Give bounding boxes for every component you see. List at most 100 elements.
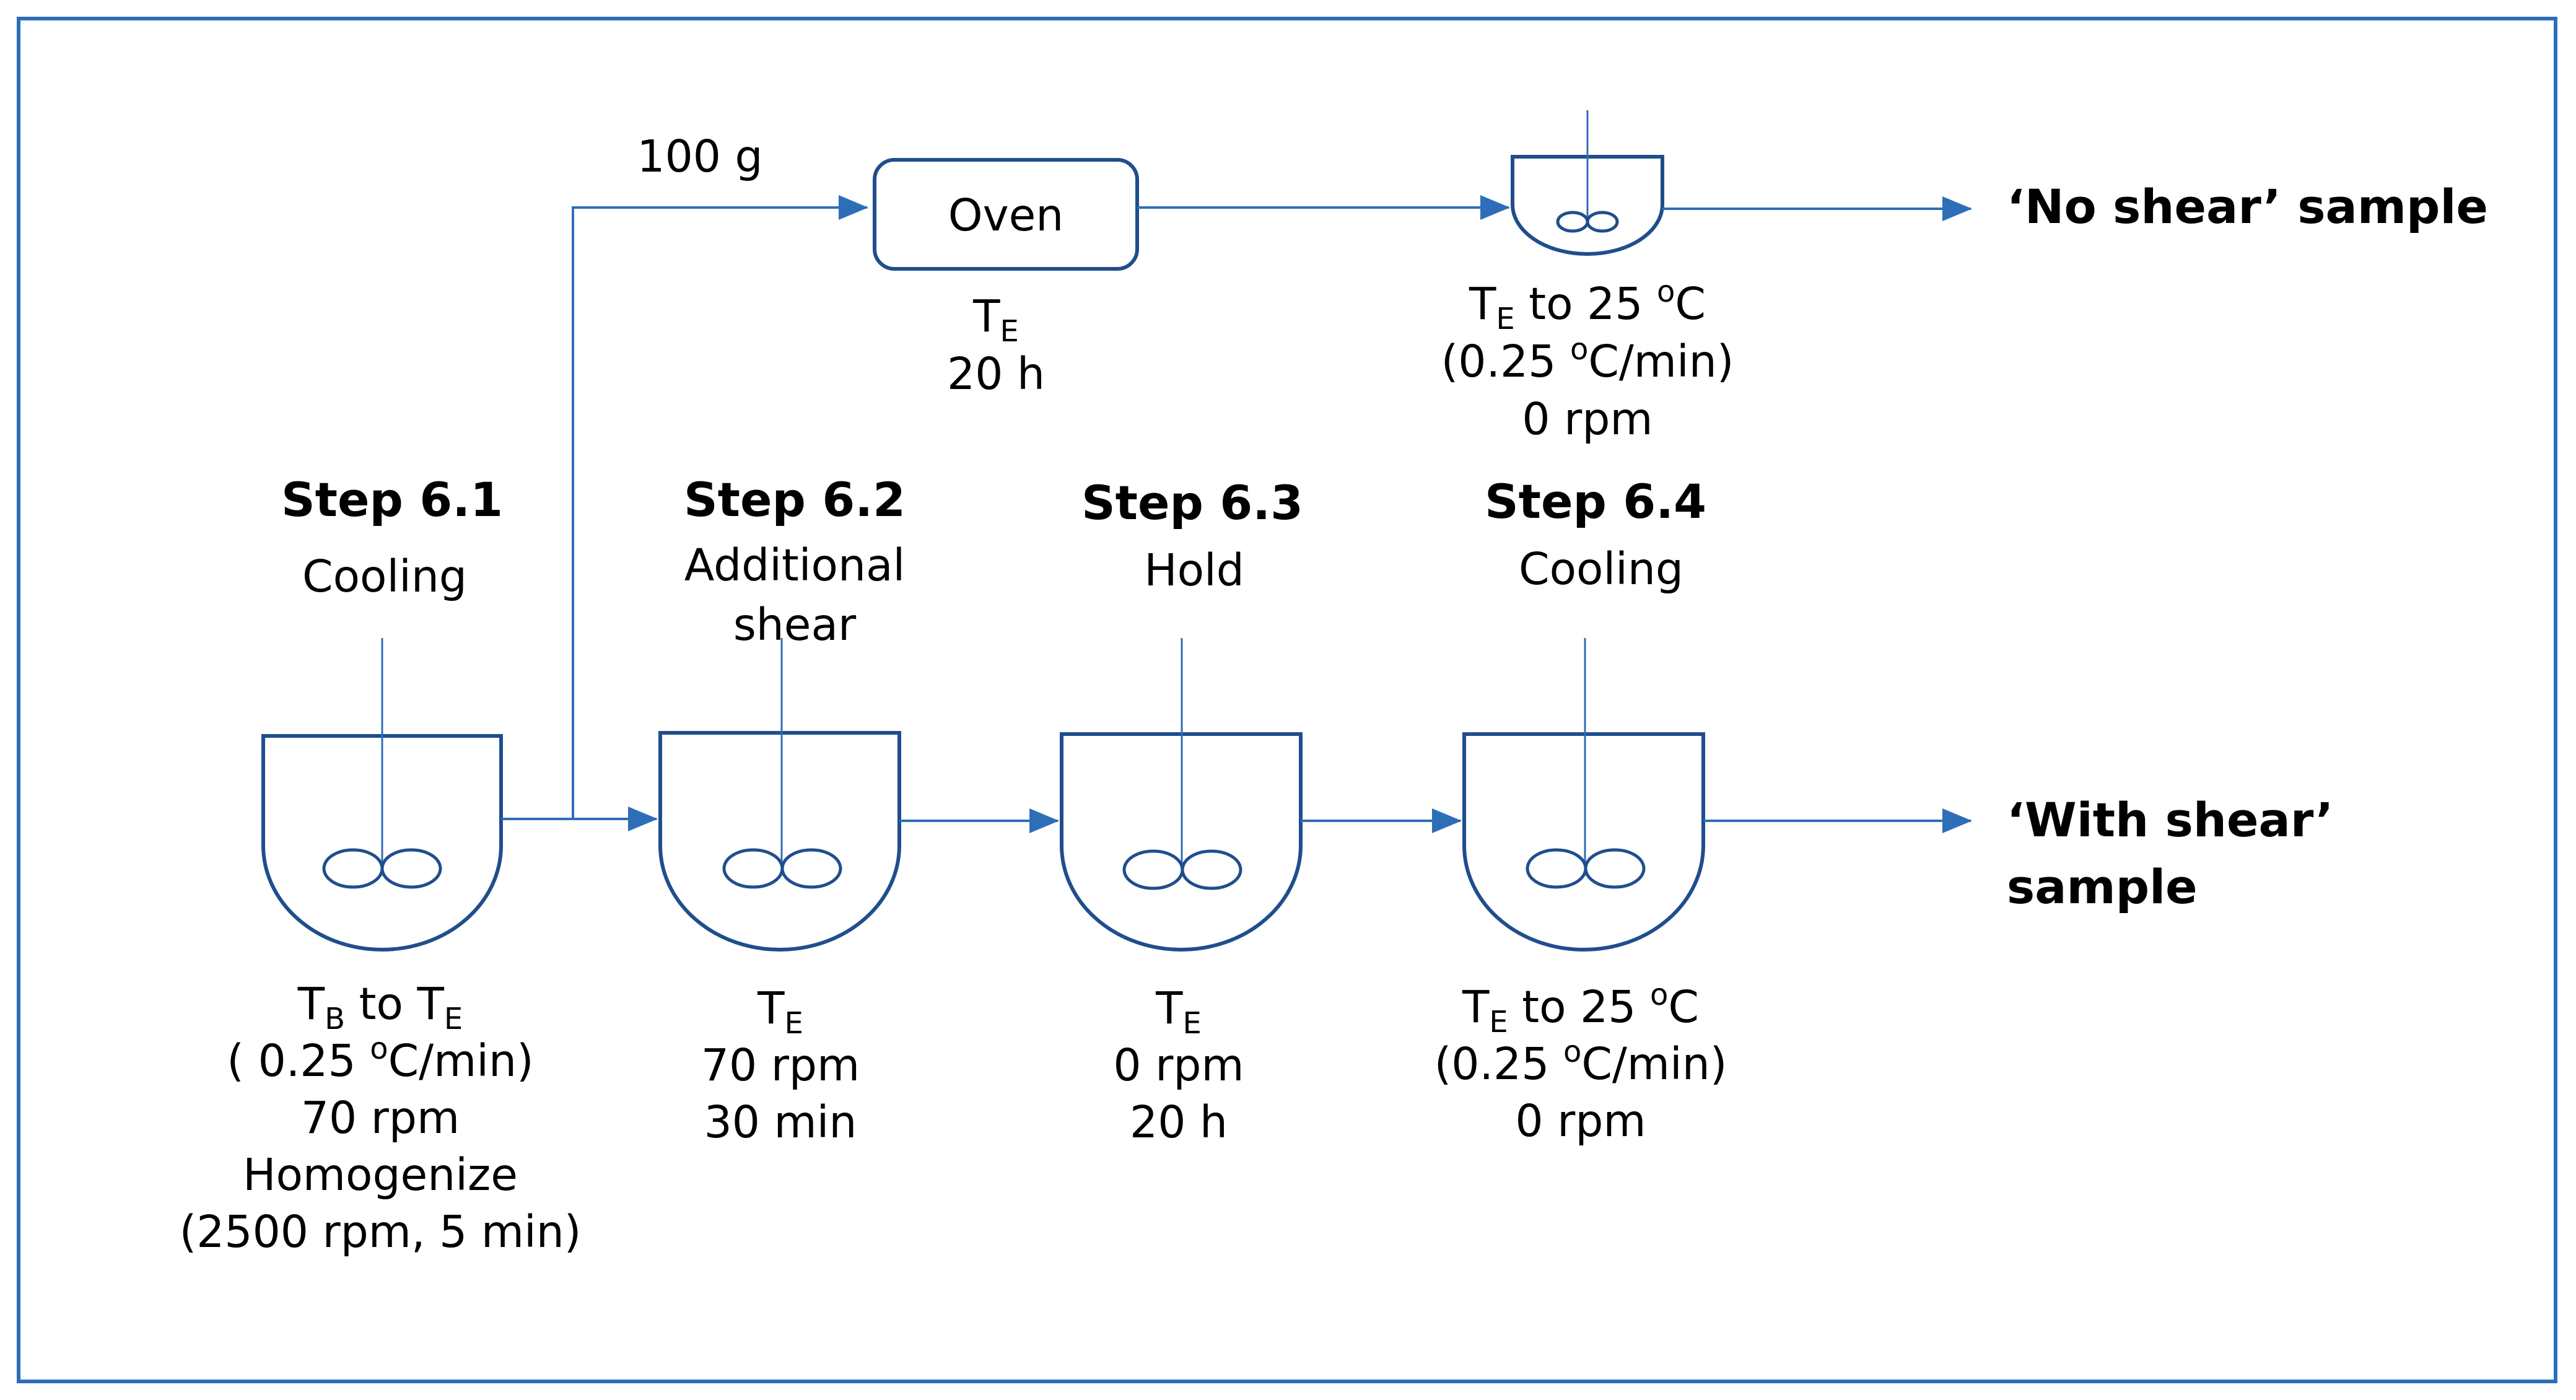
text-run: T (757, 982, 785, 1034)
text-run: Homogenize (243, 1149, 518, 1201)
text-run: C (1668, 981, 1699, 1033)
step-6-4-impeller-right (1584, 848, 1646, 889)
no-shear-output-line: ‘No shear’ sample (2007, 179, 2488, 234)
text-run: (0.25 (1441, 336, 1570, 387)
step-6-4-impeller-left (1526, 848, 1587, 889)
oven-caption-line: 20 h (947, 348, 1045, 400)
step-6-1-impeller-left (322, 848, 384, 889)
step-6-3-conditions-line: 20 h (1130, 1096, 1228, 1148)
text-run: C/min) (1581, 1038, 1727, 1090)
no-shear-output: ‘No shear’ sample (2007, 179, 2488, 234)
step-6-2-impeller-left (722, 848, 784, 889)
oven-box (873, 158, 1139, 271)
branch-vessel-caption-line: (0.25 oC/min) (1441, 332, 1734, 387)
text-run: 70 rpm (701, 1039, 860, 1091)
subscript: E (1000, 314, 1019, 349)
step-6-3-conditions-line: TE (1155, 982, 1202, 1041)
with-shear-output-line: ‘With shear’ (2007, 792, 2333, 847)
text-run: to 25 (1508, 981, 1650, 1033)
text-run: (0.25 (1434, 1038, 1563, 1090)
oven-caption-line: TE (972, 291, 1019, 349)
branch-impeller-left (1556, 211, 1589, 233)
branch-vessel-caption-line: 0 rpm (1522, 393, 1653, 445)
text-run: (2500 rpm, 5 min) (180, 1206, 582, 1258)
step-6-4-vessel (1462, 732, 1705, 952)
step-6-1-conditions-line: Homogenize (243, 1149, 518, 1201)
step-6-1-conditions-line: 70 rpm (301, 1092, 460, 1144)
oven-label: Oven (948, 190, 1064, 241)
text-run: 70 rpm (301, 1092, 460, 1144)
step-6-2-impeller-right (780, 848, 842, 889)
text-run: T (972, 291, 1000, 342)
branch-vessel-caption-line: TE to 25 oC (1469, 274, 1706, 336)
diagram-frame (17, 17, 2557, 1383)
step-6-4-conditions: TE to 25 oC(0.25 oC/min)0 rpm (1434, 978, 1727, 1147)
step-6-4-conditions-line: (0.25 oC/min) (1434, 1035, 1727, 1090)
superscript: o (1563, 1035, 1581, 1069)
step-6-1-action-line: Cooling (302, 551, 467, 602)
step-6-3-conditions-line: 0 rpm (1113, 1039, 1244, 1091)
text-run: 20 h (947, 348, 1045, 400)
with-shear-output-line: sample (2007, 859, 2198, 914)
step-6-2-vessel (658, 731, 901, 952)
step-6-2-conditions-line: TE (757, 982, 803, 1041)
subscript: E (1496, 302, 1514, 336)
subscript: B (325, 1002, 345, 1036)
superscript: o (1657, 274, 1675, 309)
step-6-2-action: Additional shear (684, 540, 905, 650)
text-run: T (1462, 981, 1490, 1033)
text-run: C/min) (388, 1035, 534, 1087)
with-shear-output: ‘With shear’ sample (2007, 792, 2333, 914)
step-6-1-conditions-line: TB to TE (297, 978, 463, 1036)
step-6-2-action-line: Additional (684, 540, 905, 591)
text-run: 30 min (704, 1096, 857, 1148)
subscript: E (1183, 1006, 1202, 1041)
branch-amount-label: 100 g (637, 131, 762, 182)
step-6-2-title: Step 6.2 (684, 472, 906, 527)
step-6-4-conditions-line: TE to 25 oC (1462, 978, 1699, 1039)
step-6-1-action: Cooling (302, 551, 467, 602)
superscript: o (370, 1031, 388, 1066)
step-6-3-impeller-right (1181, 849, 1242, 890)
text-run: C/min) (1588, 336, 1734, 387)
text-run: to T (345, 978, 444, 1030)
step-6-3-action-line: Hold (1144, 545, 1244, 596)
step-6-1-impeller-right (380, 848, 442, 889)
step-6-3-impeller-left (1122, 849, 1184, 890)
text-run: 0 rpm (1113, 1039, 1244, 1091)
step-6-1-conditions-line: (2500 rpm, 5 min) (180, 1206, 582, 1258)
step-6-1-conditions: TB to TE( 0.25 oC/min)70 rpmHomogenize(2… (180, 978, 582, 1258)
text-run: T (297, 978, 325, 1030)
branch-split-arrow (572, 195, 868, 819)
step-6-2-conditions-line: 30 min (704, 1096, 857, 1148)
step-6-2-action-line: shear (733, 599, 857, 650)
text-run: T (1469, 278, 1496, 330)
subscript: E (444, 1002, 463, 1036)
text-run: ( 0.25 (227, 1035, 370, 1087)
text-run: 0 rpm (1522, 393, 1653, 445)
subscript: E (1489, 1005, 1508, 1039)
step-6-3-action: Hold (1144, 545, 1244, 596)
branch-vessel-caption: TE to 25 oC(0.25 oC/min)0 rpm (1441, 274, 1734, 445)
step-6-3-title: Step 6.3 (1081, 475, 1303, 530)
step-6-2-conditions-line: 70 rpm (701, 1039, 860, 1091)
step-6-1-title: Step 6.1 (281, 472, 503, 527)
text-run: 20 h (1130, 1096, 1228, 1148)
step-6-4-title: Step 6.4 (1485, 474, 1706, 529)
step-6-4-action-line: Cooling (1519, 543, 1683, 595)
branch-impeller-right (1586, 211, 1619, 233)
step-6-4-conditions-line: 0 rpm (1515, 1095, 1646, 1147)
subscript: E (785, 1006, 803, 1041)
text-run: 0 rpm (1515, 1095, 1646, 1147)
text-run: C (1675, 278, 1706, 330)
step-6-4-action: Cooling (1519, 543, 1683, 595)
step-6-1-conditions-line: ( 0.25 oC/min) (227, 1031, 533, 1087)
superscript: o (1570, 332, 1588, 367)
text-run: T (1155, 982, 1183, 1034)
text-run: to 25 (1515, 278, 1657, 330)
